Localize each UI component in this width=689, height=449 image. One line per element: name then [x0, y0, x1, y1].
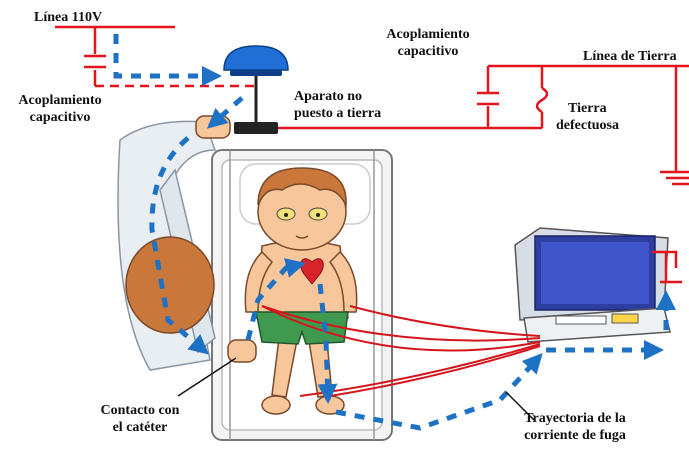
ungrounded-device-line1: Aparato no — [294, 88, 381, 105]
ungrounded-device-label: Aparato no puesto a tierra — [294, 88, 381, 122]
catheter-contact-label: Contacto con el catéter — [82, 402, 198, 436]
ground-icon — [660, 172, 689, 184]
leakage-path-line1: Trayectoria de la — [500, 410, 650, 427]
faulty-ground-line1: Tierra — [556, 100, 619, 117]
line-110v-label: Línea 110V — [34, 9, 102, 26]
catheter-contact-line2: el catéter — [82, 419, 198, 436]
capacitor-icon — [477, 93, 499, 104]
faulty-ground-label: Tierra defectuosa — [556, 100, 619, 134]
ungrounded-device-line2: puesto a tierra — [294, 105, 381, 122]
doctor-hand-top — [196, 116, 230, 138]
leakage-path-label: Trayectoria de la corriente de fuga — [500, 410, 650, 444]
ground-line-label: Línea de Tierra — [583, 48, 677, 65]
capacitive-coupling-right-line2: capacitivo — [370, 43, 486, 60]
capacitive-coupling-left-line1: Acoplamiento — [10, 92, 110, 109]
doctor-hand-catheter — [228, 340, 256, 362]
faulty-ground-line2: defectuosa — [556, 117, 619, 134]
capacitive-coupling-left-line2: capacitivo — [10, 109, 110, 126]
bulb-icon — [224, 46, 288, 134]
capacitive-coupling-right-label: Acoplamiento capacitivo — [370, 26, 486, 60]
capacitive-coupling-left-label: Acoplamiento capacitivo — [10, 92, 110, 126]
leakage-path-line2: corriente de fuga — [500, 427, 650, 444]
capacitive-coupling-right-line1: Acoplamiento — [370, 26, 486, 43]
capacitor-icon — [84, 56, 106, 67]
monitor-icon — [515, 228, 682, 342]
catheter-contact-line1: Contacto con — [82, 402, 198, 419]
